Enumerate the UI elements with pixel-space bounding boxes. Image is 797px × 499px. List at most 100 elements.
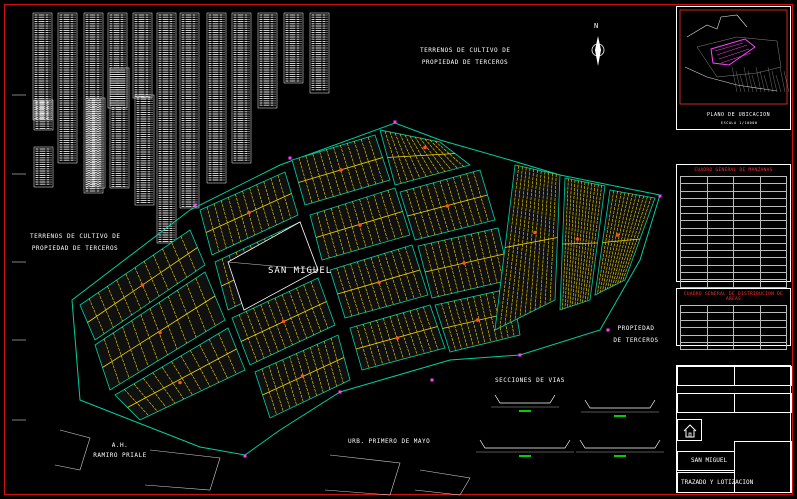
- lot-divider: [534, 171, 546, 311]
- areas-table-cell: [680, 341, 708, 351]
- manzanas-table-cell: [680, 249, 708, 259]
- coord-table: [231, 12, 252, 164]
- drawing-frame: [4, 4, 793, 495]
- lot-divider: [406, 190, 422, 239]
- lot-divider: [424, 244, 439, 297]
- lot-divider: [597, 190, 615, 294]
- areas-table-cell: [759, 334, 787, 343]
- lot-divider: [384, 253, 401, 303]
- lot-divider: [218, 333, 237, 375]
- manzanas-table-cell: [680, 175, 708, 185]
- areas-table-cell: [706, 341, 734, 351]
- areas-table-cell: [759, 327, 787, 336]
- lot-divider: [289, 291, 307, 339]
- areas-table-row: [680, 304, 787, 314]
- coord-table: [309, 12, 330, 94]
- manzanas-table-cell: [680, 235, 708, 244]
- lot-divider: [107, 286, 123, 322]
- manzanas-table-cell: [706, 190, 734, 200]
- manzanas-table-cell: [759, 227, 787, 237]
- neighbour-block: [54, 429, 91, 471]
- lot-divider: [414, 136, 440, 174]
- manzanas-table-cell: [680, 205, 708, 214]
- lot-divider: [424, 138, 452, 171]
- lot-divider: [98, 292, 114, 328]
- lot-divider: [246, 311, 265, 359]
- road-section-1: [494, 394, 556, 404]
- lot-divider: [441, 303, 457, 351]
- coord-table-rows: [158, 14, 175, 243]
- lot-divider: [491, 229, 504, 282]
- lot-divider: [479, 295, 492, 343]
- block-marker: [358, 223, 362, 227]
- coord-table: [283, 12, 304, 84]
- manzanas-table-cell: [733, 279, 761, 288]
- label-propiedad-right-line2: DE TERCEROS: [613, 337, 659, 344]
- manzanas-table-cell: [759, 212, 787, 222]
- block-marker: [300, 374, 305, 378]
- location-street: [775, 74, 782, 93]
- vertex-marker: [338, 390, 342, 394]
- lot-divider: [208, 339, 228, 379]
- lot-divider: [171, 361, 193, 396]
- manzanas-table-cell: [680, 198, 708, 207]
- road-section-tag: [519, 410, 531, 412]
- lot-divider: [221, 258, 236, 307]
- areas-table-cell: [706, 327, 734, 336]
- areas-table-cell: [733, 334, 761, 343]
- block-marker: [462, 261, 466, 265]
- areas-table-cell: [706, 319, 734, 329]
- neighbour-block: [324, 454, 401, 496]
- lot-divider: [604, 192, 626, 291]
- areas-table-row: [680, 319, 787, 329]
- manzanas-table-cell: [733, 175, 761, 185]
- manzanas-table-row: [680, 205, 787, 214]
- lot-divider: [451, 238, 465, 291]
- location-map: [679, 9, 790, 105]
- lot-divider: [599, 191, 618, 293]
- lot-divider: [303, 284, 322, 332]
- lot-divider: [316, 212, 330, 258]
- manzanas-table-row: [680, 183, 787, 192]
- manzanas-table-cell: [706, 235, 734, 244]
- coord-table-rows: [259, 14, 276, 106]
- lot-divider: [152, 372, 176, 404]
- coord-table: [107, 12, 128, 109]
- lot-divider: [268, 365, 284, 412]
- block-marker: [475, 318, 480, 322]
- coord-table-rows: [136, 96, 153, 204]
- manzanas-table-cell: [733, 205, 761, 214]
- cartouche-logo-cell: [677, 419, 702, 441]
- manzanas-table-cell: [706, 212, 734, 222]
- areas-table-title: CUADRO GENERAL DE DISTRIBUCION DE AREAS: [683, 292, 784, 302]
- lot-divider: [376, 320, 390, 363]
- coord-table: [57, 12, 78, 164]
- areas-table-cell: [733, 341, 761, 351]
- manzanas-table-cell: [706, 272, 734, 281]
- manzanas-table-cell: [680, 272, 708, 281]
- lot-divider: [473, 171, 489, 222]
- label-propiedad-right: PROPIEDAD DE TERCEROS: [606, 325, 666, 344]
- lot-divider: [310, 281, 329, 329]
- road-section-tag: [614, 455, 626, 457]
- manzanas-table-cell: [680, 257, 708, 266]
- lot-divider: [122, 326, 140, 373]
- areas-table-panel: CUADRO GENERAL DE DISTRIBUCION DE AREAS: [676, 288, 791, 351]
- lot-divider: [619, 196, 648, 283]
- location-street: [771, 70, 778, 93]
- lot-divider: [579, 183, 592, 304]
- lot-divider: [499, 165, 520, 328]
- lot-divider: [177, 290, 197, 338]
- lot-divider: [235, 194, 249, 239]
- lot-divider: [614, 195, 641, 286]
- label-terrenos-left-line1: TERRENOS DE CULTIVO DE: [30, 233, 121, 240]
- manzanas-table-row: [680, 227, 787, 237]
- areas-table-cell: [733, 327, 761, 336]
- lot-divider: [140, 314, 159, 361]
- lot-divider: [564, 179, 572, 309]
- lot-divider: [180, 355, 202, 391]
- block-marker: [339, 168, 343, 172]
- lot-divider: [143, 378, 167, 408]
- location-street: [755, 66, 762, 93]
- lot-divider: [484, 230, 498, 284]
